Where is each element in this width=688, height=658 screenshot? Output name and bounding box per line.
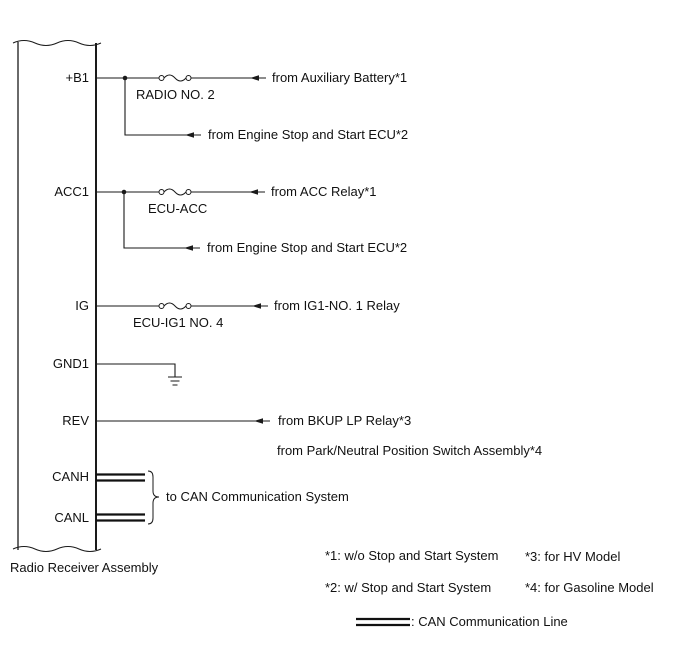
pin-label-b1: +B1 bbox=[66, 70, 90, 85]
fuse-element bbox=[163, 302, 187, 310]
footnotes: *1: w/o Stop and Start System *3: for HV… bbox=[325, 548, 654, 595]
fuse-element bbox=[163, 188, 187, 196]
fuse-icon bbox=[158, 74, 192, 82]
pin-label-acc1: ACC1 bbox=[54, 184, 89, 199]
fuse-label-acc1: ECU-ACC bbox=[148, 201, 207, 216]
pin-label-ig: IG bbox=[75, 298, 89, 313]
note-2: *2: w/ Stop and Start System bbox=[325, 580, 491, 595]
branch-source-label-b1: from Engine Stop and Start ECU*2 bbox=[208, 127, 408, 142]
pin-label-canl: CANL bbox=[54, 510, 89, 525]
fuse-terminal-left bbox=[158, 303, 165, 309]
arrow-left-icon bbox=[250, 75, 259, 81]
source-label-rev: from BKUP LP Relay*3 bbox=[278, 413, 411, 428]
pin-label-rev: REV bbox=[62, 413, 89, 428]
arrow-left-icon bbox=[252, 303, 261, 309]
fuse-element bbox=[163, 74, 187, 82]
fuse-terminal-right bbox=[185, 303, 192, 309]
circuit-can: CANH CANL to CAN Communication System bbox=[52, 469, 349, 525]
arrow-left-icon bbox=[254, 418, 263, 424]
can-destination-label: to CAN Communication System bbox=[166, 489, 349, 504]
fuse-label-b1: RADIO NO. 2 bbox=[136, 87, 215, 102]
fuse-icon bbox=[158, 188, 192, 196]
fuse-icon bbox=[158, 302, 192, 310]
box-top-break-line bbox=[12, 40, 102, 46]
note-3: *3: for HV Model bbox=[525, 549, 620, 564]
circuit-ig: IG ECU-IG1 NO. 4 from IG1-NO. 1 Relay bbox=[75, 298, 400, 330]
arrow-left-icon bbox=[249, 189, 258, 195]
gnd1-wire bbox=[96, 363, 176, 377]
circuit-gnd1: GND1 bbox=[53, 356, 182, 386]
alt-source-label-rev: from Park/Neutral Position Switch Assemb… bbox=[277, 443, 542, 458]
circuit-rev: REV from BKUP LP Relay*3 from Park/Neutr… bbox=[62, 413, 542, 458]
component-label: Radio Receiver Assembly bbox=[10, 560, 159, 575]
ground-icon bbox=[168, 376, 182, 386]
circuit-b1: +B1 RADIO NO. 2 from Auxiliary Battery*1… bbox=[66, 70, 409, 142]
b1-branch-wire bbox=[124, 78, 201, 136]
pin-label-gnd1: GND1 bbox=[53, 356, 89, 371]
legend: : CAN Communication Line bbox=[356, 614, 568, 629]
note-4: *4: for Gasoline Model bbox=[525, 580, 654, 595]
circuit-acc1: ACC1 ECU-ACC from ACC Relay*1 from Engin… bbox=[54, 184, 407, 255]
box-bottom-break-line bbox=[12, 546, 102, 552]
arrow-left-icon bbox=[184, 245, 193, 251]
curly-brace bbox=[147, 470, 160, 525]
source-label-acc1: from ACC Relay*1 bbox=[271, 184, 376, 199]
fuse-terminal-left bbox=[158, 189, 165, 195]
branch-source-label-acc1: from Engine Stop and Start ECU*2 bbox=[207, 240, 407, 255]
radio-receiver-assembly-box bbox=[12, 40, 102, 552]
fuse-terminal-left bbox=[158, 75, 165, 81]
acc1-branch-wire bbox=[123, 192, 200, 249]
fuse-label-ig: ECU-IG1 NO. 4 bbox=[133, 315, 223, 330]
fuse-terminal-right bbox=[185, 189, 192, 195]
legend-can-line-label: : CAN Communication Line bbox=[411, 614, 568, 629]
fuse-terminal-right bbox=[185, 75, 192, 81]
source-label-b1: from Auxiliary Battery*1 bbox=[272, 70, 407, 85]
pin-label-canh: CANH bbox=[52, 469, 89, 484]
source-label-ig: from IG1-NO. 1 Relay bbox=[274, 298, 400, 313]
arrow-left-icon bbox=[185, 132, 194, 138]
note-1: *1: w/o Stop and Start System bbox=[325, 548, 498, 563]
